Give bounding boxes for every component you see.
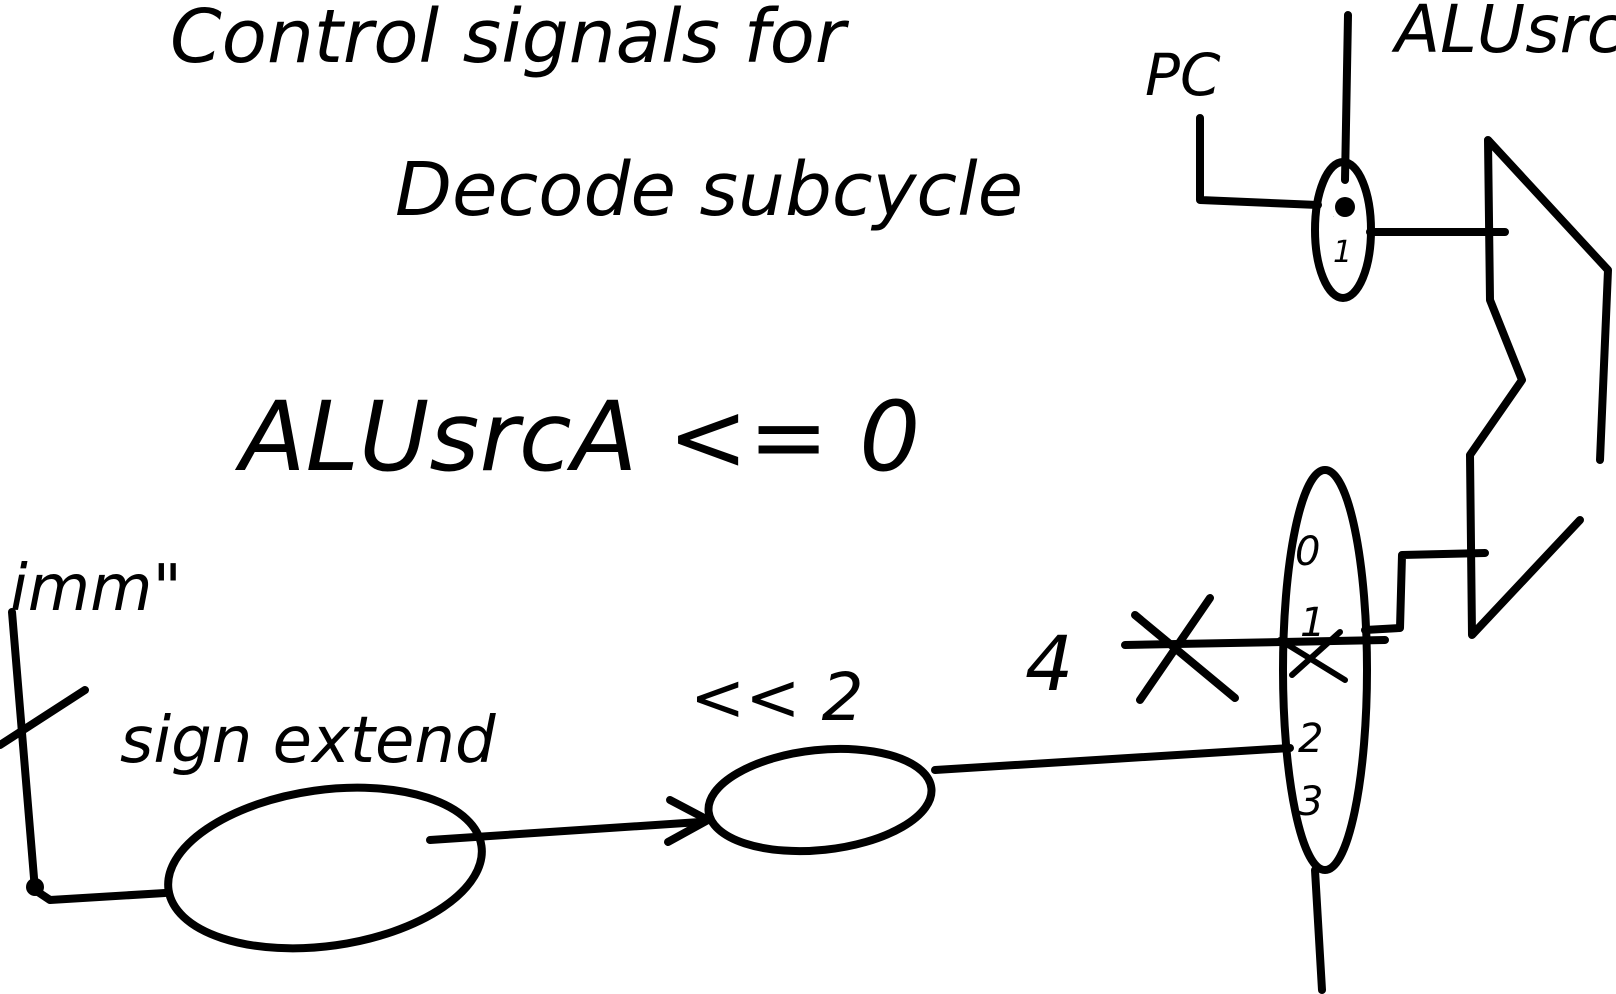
sign-extend-arrowhead xyxy=(664,796,712,846)
imm-label: imm" xyxy=(10,552,182,626)
alusrcb-control-line xyxy=(1311,866,1326,994)
mux-b xyxy=(1279,466,1371,874)
imm-wire-dot xyxy=(26,878,44,896)
mux-b-input-3: 3 xyxy=(1298,779,1323,825)
shift-output-wire xyxy=(931,744,1294,774)
alusrca-equation: ALUsrcA <= 0 xyxy=(234,381,920,493)
mux-b-input-0: 0 xyxy=(1295,529,1320,575)
mux-a-select-dot xyxy=(1335,197,1355,217)
constant-four-label: 4 xyxy=(1025,619,1073,708)
shift-left-2-block xyxy=(704,744,936,856)
mux-b-input-2: 2 xyxy=(1298,716,1323,762)
constant-four-cross-out xyxy=(1131,594,1239,704)
mux-a-input-1: 1 xyxy=(1333,235,1352,270)
mux-a-input-0: 0 xyxy=(1333,216,1334,218)
pc-label: PC xyxy=(1145,41,1221,109)
mux-b-output-wire xyxy=(1361,549,1489,634)
sign-extend-label: sign extend xyxy=(120,704,496,778)
title-line-2: Decode subcycle xyxy=(395,147,1023,233)
shift-left-label: << 2 xyxy=(690,659,864,736)
title-line-1: Control signals for xyxy=(170,0,850,80)
imm-wire xyxy=(8,608,169,904)
mux-b-input-1-scribble xyxy=(1277,629,1348,683)
sign-extend-block xyxy=(164,783,486,953)
pc-wire xyxy=(1196,114,1322,209)
alusrca-control-line xyxy=(1341,11,1352,184)
alusrc-top-label: ALUsrc xyxy=(1391,0,1616,68)
alu-shape xyxy=(1466,136,1612,639)
imm-bus-width-tick xyxy=(0,686,89,749)
